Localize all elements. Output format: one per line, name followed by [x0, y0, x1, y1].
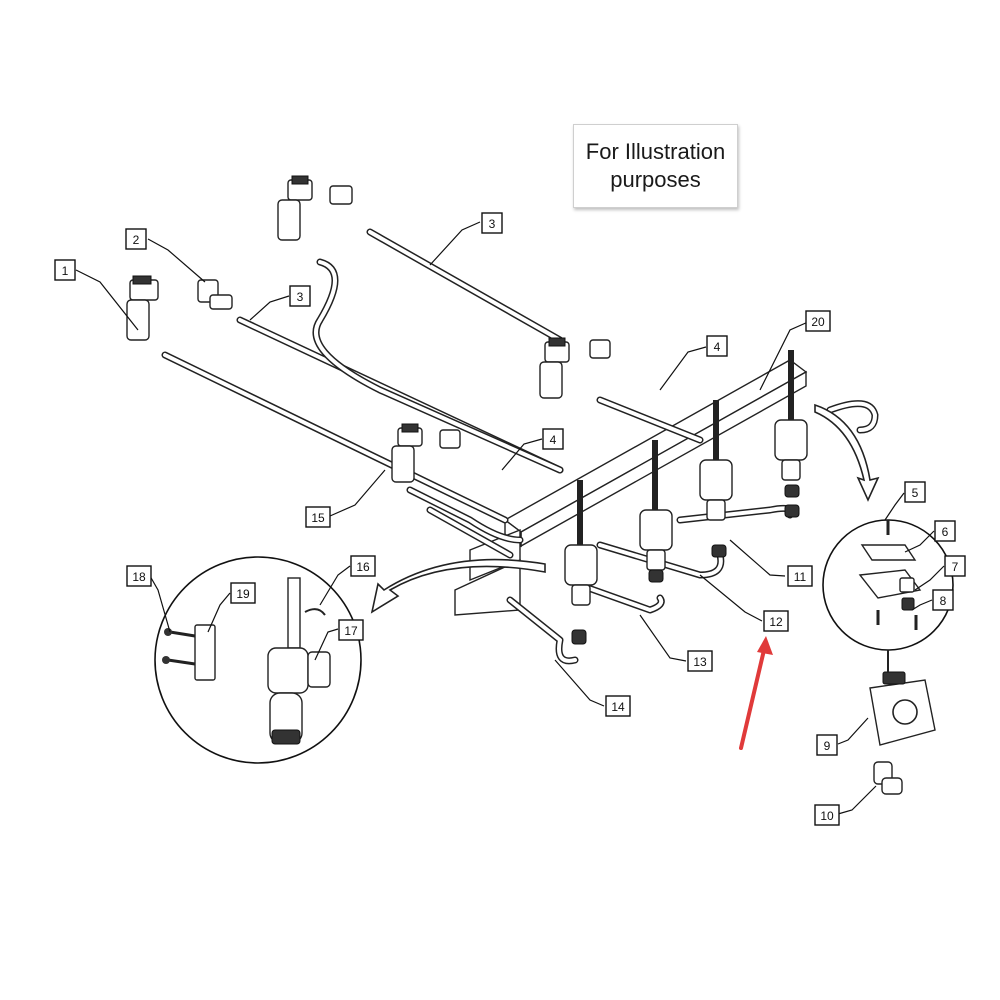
- callout-20: 20: [805, 310, 831, 332]
- callout-4-upper: 4: [706, 335, 728, 357]
- svg-text:3: 3: [297, 290, 304, 304]
- callout-13: 13: [687, 650, 713, 672]
- svg-text:8: 8: [940, 594, 947, 608]
- callout-10: 10: [814, 804, 840, 826]
- svg-text:16: 16: [356, 560, 370, 574]
- svg-text:11: 11: [794, 570, 807, 584]
- svg-text:3: 3: [489, 217, 496, 231]
- illustration-note: For Illustration purposes: [573, 124, 738, 208]
- callout-19: 19: [230, 582, 256, 604]
- valve-detail-circle: [154, 556, 362, 764]
- manifold-assembly: [454, 359, 808, 616]
- illustration-note-line1: For Illustration: [585, 139, 726, 164]
- burner-valves: [564, 350, 808, 645]
- illustration-note-line2: purposes: [610, 167, 701, 192]
- svg-text:5: 5: [912, 486, 919, 500]
- svg-text:1: 1: [62, 264, 69, 278]
- svg-text:2: 2: [133, 233, 140, 247]
- svg-text:6: 6: [942, 525, 949, 539]
- callouts: 1 2 3 3 4 4 5 6: [54, 212, 966, 826]
- svg-text:4: 4: [714, 340, 721, 354]
- svg-text:7: 7: [952, 560, 959, 574]
- callout-15: 15: [305, 506, 331, 528]
- callout-8: 8: [932, 589, 954, 611]
- svg-text:4: 4: [550, 433, 557, 447]
- regulator-part: [869, 650, 936, 746]
- callout-16: 16: [350, 555, 376, 577]
- callout-3-lower: 3: [289, 285, 311, 307]
- svg-text:15: 15: [311, 511, 325, 525]
- callout-5: 5: [904, 481, 926, 503]
- callout-7: 7: [944, 555, 966, 577]
- callout-4-lower: 4: [542, 428, 564, 450]
- svg-text:18: 18: [132, 570, 146, 584]
- callout-14: 14: [605, 695, 631, 717]
- callout-1: 1: [54, 259, 76, 281]
- svg-text:17: 17: [344, 624, 358, 638]
- elbow-fitting-part: [873, 761, 903, 795]
- callout-17: 17: [338, 619, 364, 641]
- svg-text:14: 14: [611, 700, 625, 714]
- callout-11: 11: [787, 565, 813, 587]
- highlight-arrow: [739, 636, 773, 750]
- callout-3-upper: 3: [481, 212, 503, 234]
- detail-arrow-right: [814, 403, 880, 502]
- detail-arrow-left: [370, 558, 546, 614]
- svg-text:10: 10: [820, 809, 834, 823]
- fittings: [126, 175, 611, 483]
- svg-text:19: 19: [236, 587, 250, 601]
- svg-text:20: 20: [811, 315, 825, 329]
- callout-2: 2: [125, 228, 147, 250]
- svg-text:12: 12: [769, 615, 783, 629]
- callout-12: 12: [763, 610, 789, 632]
- bracket-detail-circle: [822, 519, 954, 651]
- gas-tubes: [161, 228, 879, 665]
- callout-6: 6: [934, 520, 956, 542]
- callout-18: 18: [126, 565, 152, 587]
- svg-text:13: 13: [693, 655, 707, 669]
- leader-lines: [75, 221, 945, 815]
- svg-text:9: 9: [824, 739, 831, 753]
- callout-9: 9: [816, 734, 838, 756]
